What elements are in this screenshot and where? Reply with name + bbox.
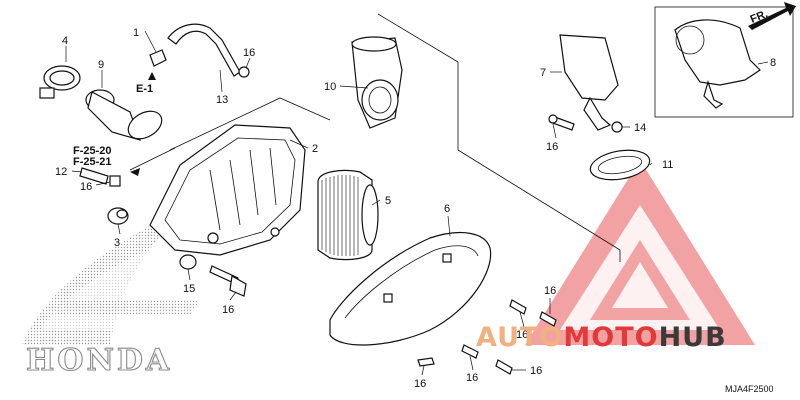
callout-11: 11 [662,159,673,171]
assembly-frame-line [377,13,621,262]
ref-arrow-e1 [148,72,156,80]
drain-clip [109,175,121,187]
watermark-auto: AUTO [476,322,563,353]
callout-14: 14 [634,122,646,134]
callout-7: 7 [540,67,546,79]
grommet [107,207,129,225]
callout-9: 9 [98,59,104,71]
duct-inset-frame [654,6,794,118]
ref-e1: E-1 [136,83,153,95]
tube-clamp [238,66,250,78]
air-cleaner-cover [329,231,492,346]
duct-nut [611,121,623,133]
assembly-frame-line-2 [169,97,331,151]
ref-f2521: F-25-21 [73,156,112,168]
callout-12: 12 [55,166,67,178]
leader-lines [65,30,769,376]
air-cleaner-housing [149,124,306,256]
callout-2: 2 [312,143,318,155]
callout-16-e: 16 [544,285,556,297]
ref-f2520: F-25-20 [73,145,112,157]
callout-labels: 4 9 1 16 13 10 2 5 6 12 16 3 15 16 7 8 1… [55,27,776,390]
cover-bolt-d [509,299,527,315]
callout-8: 8 [770,57,776,69]
watermark-text: AUTOMOTOHUB [476,322,727,353]
callout-16-c: 16 [530,365,542,377]
callout-5: 5 [385,195,391,207]
callout-13: 13 [216,94,228,106]
assembly-frame-line-3 [129,147,176,171]
honda-wing-logo: HONDA [22,210,200,379]
callout-4: 4 [62,35,68,47]
hose-band [39,65,81,99]
ref-arrow-f25 [130,168,140,176]
cover-bolt-a [417,357,435,367]
duct-bolt [548,114,575,131]
duct-cover-inset [674,19,761,109]
cover-bolt-e [539,311,557,327]
callout-1: 1 [133,27,139,39]
breather-tube [167,23,241,77]
connecting-tube [85,89,163,141]
diagram-code: MJA4F2500 [725,384,774,394]
drain-tube [79,167,109,185]
air-duct [559,34,619,131]
collar [179,254,197,270]
callout-6: 6 [444,203,450,215]
air-filter-element [317,169,379,261]
watermark-moto: MOTO [563,322,658,353]
watermark-hub: HUB [659,322,727,353]
callout-16-d: 16 [516,329,528,341]
callout-16-b: 16 [466,372,478,384]
cover-bolt-b [461,344,479,359]
callout-15: 15 [183,283,195,295]
callout-17: 16 [222,304,234,316]
callout-10: 10 [324,81,336,93]
callout-3: 3 [114,237,120,249]
front-direction-label: FR. [749,8,770,26]
flange-bolt [209,265,247,297]
watermark-triangle [525,160,755,345]
callout-20: 16 [80,181,92,193]
callout-18: 16 [243,47,255,59]
callout-19: 16 [546,141,558,153]
seal-ring [589,149,651,181]
cover-bolt-c [495,359,513,375]
callout-16-a: 16 [414,378,426,390]
front-direction-arrow [748,2,796,30]
intake-funnel [351,36,403,129]
clip-part [149,49,167,67]
honda-logo-text: HONDA [26,343,172,378]
